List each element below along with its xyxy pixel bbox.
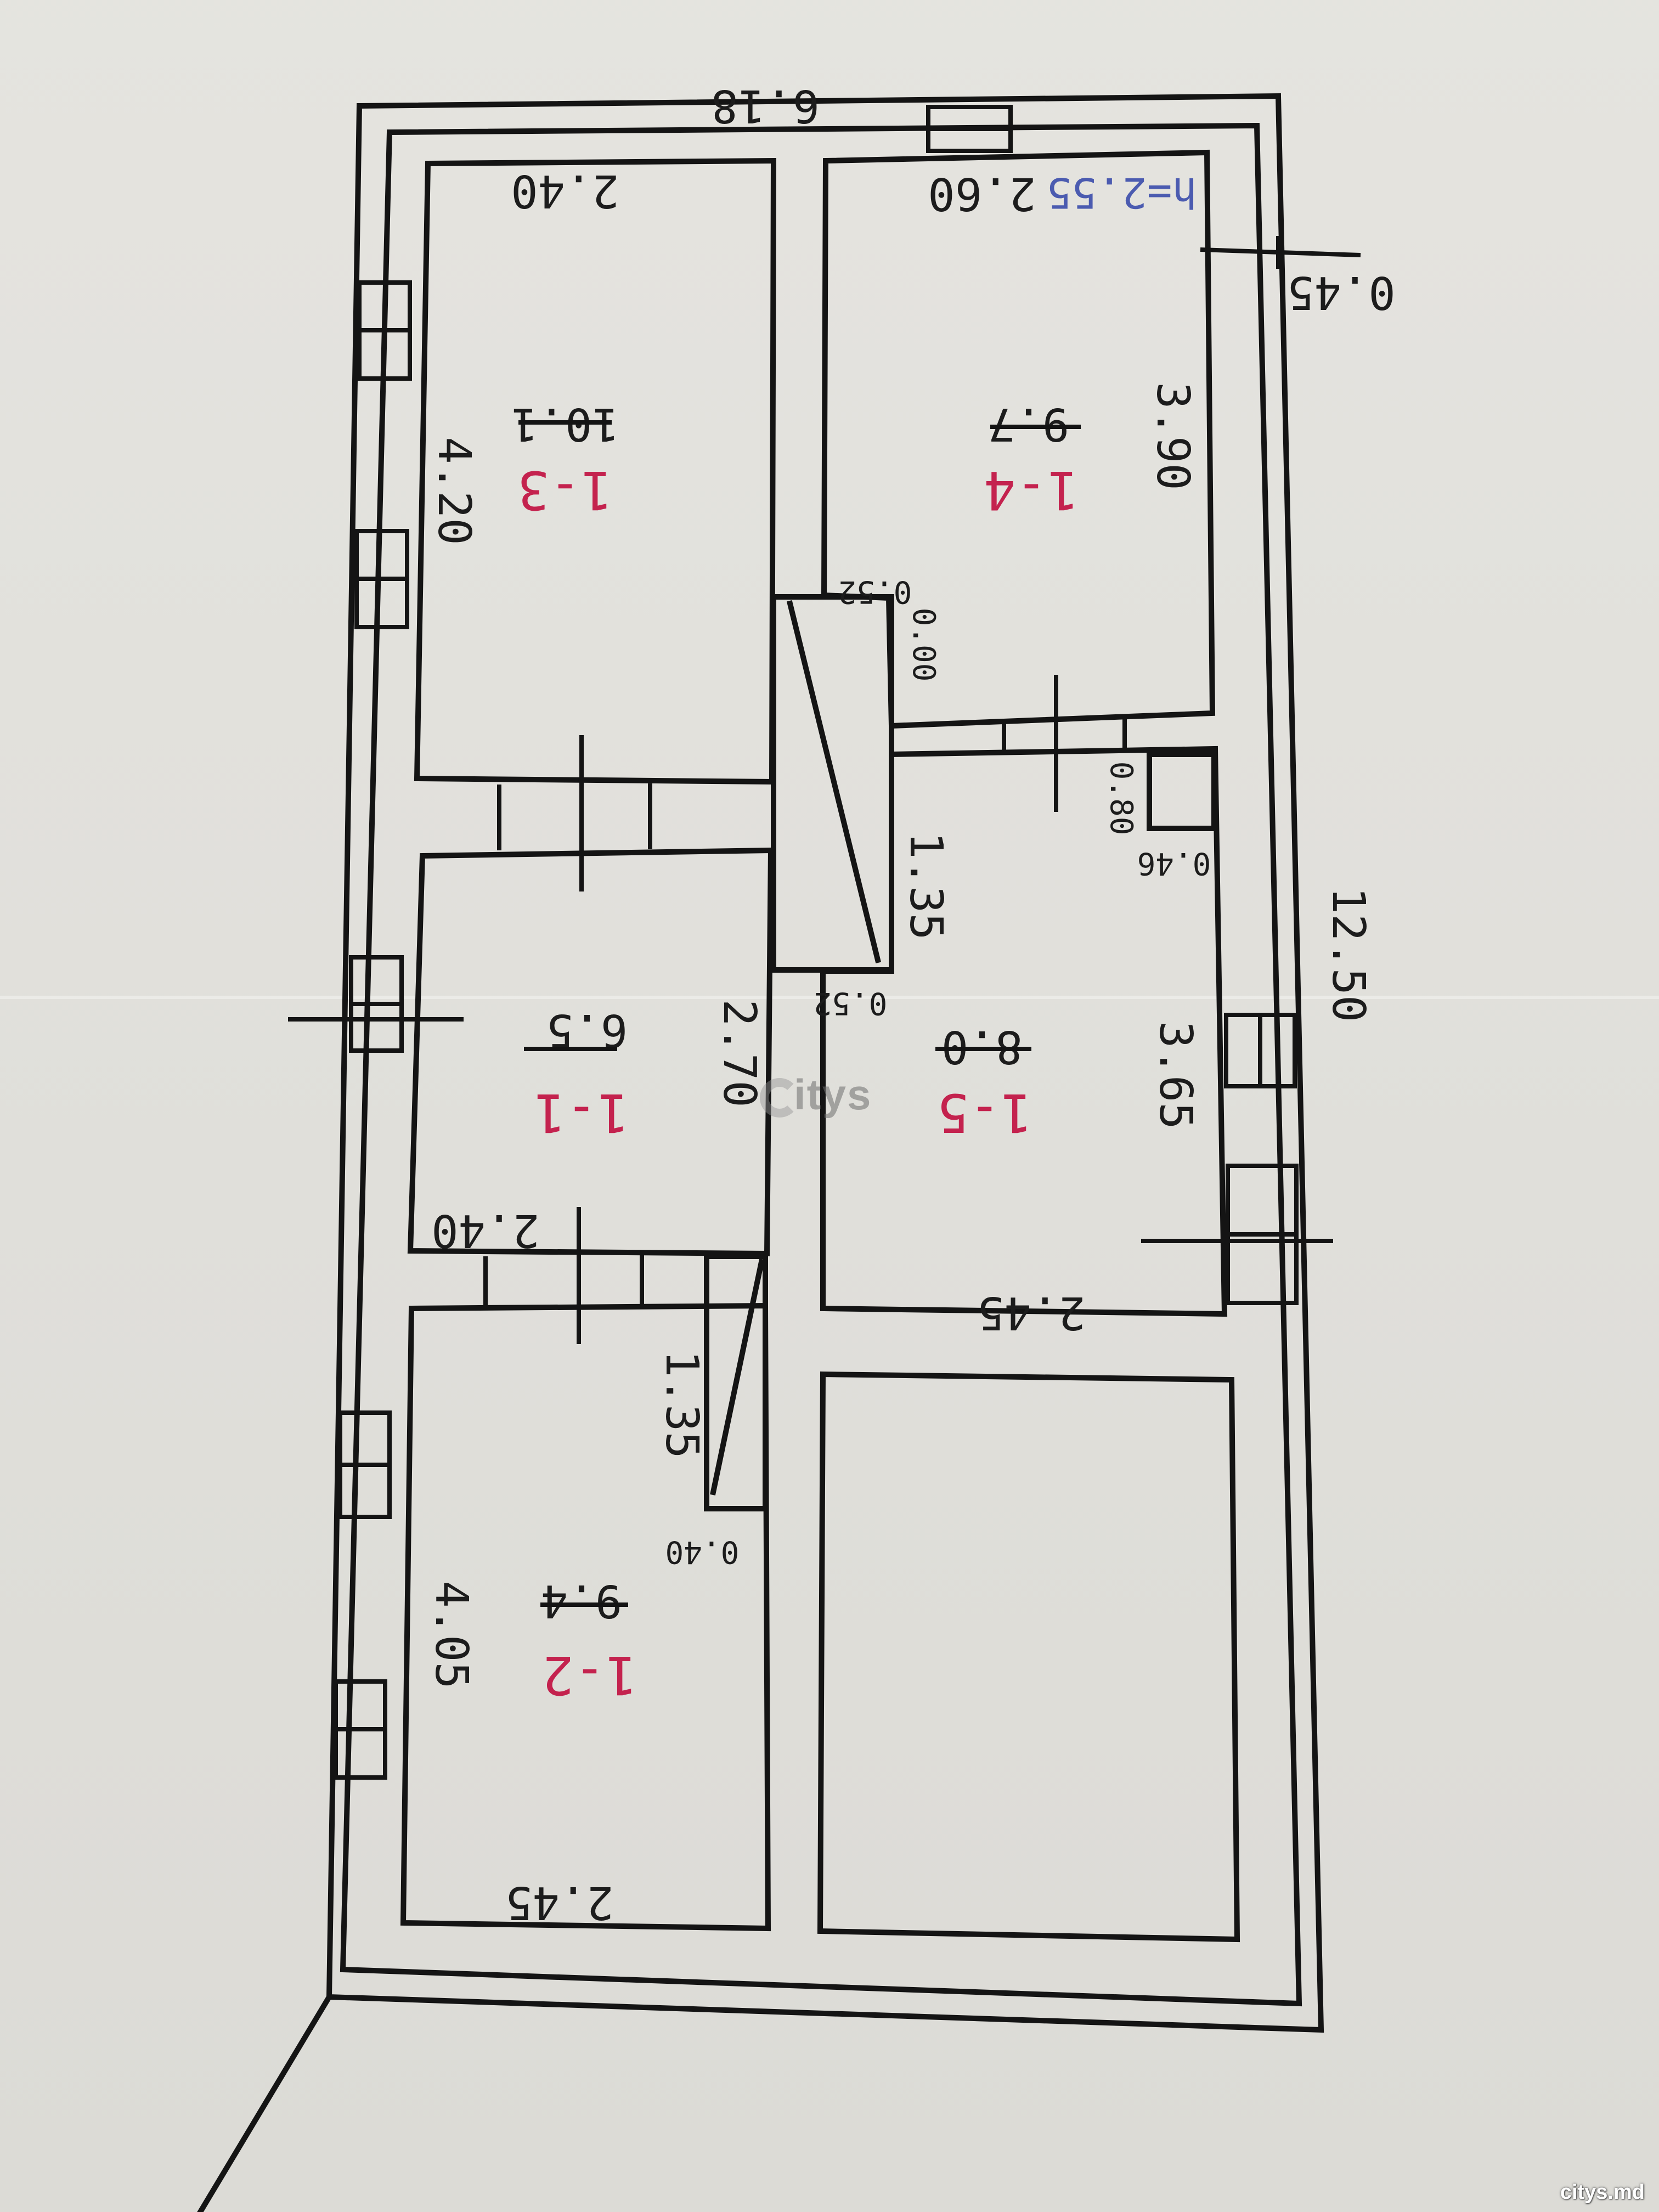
outer-wall-outer bbox=[326, 93, 1324, 2033]
room-1-3-width: 2.40 bbox=[511, 165, 619, 217]
room-1-4-width: 2.60 bbox=[928, 167, 1036, 219]
paper-fold-line bbox=[0, 996, 1659, 999]
room-1-5-length: 3.65 bbox=[1149, 1021, 1201, 1129]
room-1-1-length: 2.70 bbox=[713, 999, 765, 1107]
room-1-4-length: 3.90 bbox=[1147, 382, 1199, 490]
room-1-5-width: 2.45 bbox=[977, 1286, 1085, 1339]
ceiling-height-label: h=2.55 bbox=[1047, 168, 1198, 217]
hall-dim-niche-width: 0.46 bbox=[1137, 845, 1211, 881]
room-1-5-area: 8.0 bbox=[941, 1020, 1023, 1073]
window-right-1 bbox=[1224, 1013, 1297, 1088]
hall-dim-niche-length: 0.80 bbox=[1103, 761, 1139, 836]
watermark-text: itys bbox=[794, 1070, 872, 1119]
window-left-3 bbox=[288, 955, 464, 1053]
window-left-4 bbox=[338, 1410, 392, 1519]
room-1-2-length: 4.05 bbox=[425, 1581, 477, 1689]
hall-dim-stairs-length: 1.35 bbox=[900, 832, 952, 940]
exterior-line bbox=[197, 1993, 333, 2212]
window-left-2 bbox=[354, 529, 409, 629]
room-1-2-area: 9.4 bbox=[541, 1575, 622, 1627]
room-1-5-id: 1-5 bbox=[937, 1082, 1032, 1143]
credit-text: citys.md bbox=[1560, 2181, 1645, 2204]
corridor-stairs bbox=[771, 594, 894, 973]
closet-dim-width: 0.40 bbox=[665, 1534, 740, 1570]
window-left-5 bbox=[334, 1679, 387, 1780]
closet-dim-length: 1.35 bbox=[656, 1350, 708, 1458]
top-dimension-label: 6.18 bbox=[711, 80, 819, 132]
room-1-2-width: 2.45 bbox=[505, 1876, 613, 1928]
door-1-3-1-1 bbox=[497, 735, 652, 891]
window-left-1 bbox=[357, 280, 412, 381]
niche bbox=[1147, 752, 1217, 831]
room-1-1-id: 1-1 bbox=[534, 1082, 629, 1143]
hall-dim-top-width: 0.52 bbox=[838, 574, 912, 610]
room-1-3-id: 1-3 bbox=[517, 459, 612, 521]
room-1-4-area: 9.7 bbox=[988, 398, 1069, 450]
side-dimension-label: 12.50 bbox=[1322, 887, 1374, 1023]
hall-dim-top-length: 0.00 bbox=[906, 608, 941, 682]
room-1-2-id: 1-2 bbox=[542, 1644, 637, 1706]
vent-top bbox=[926, 105, 1013, 153]
room-1-2-outline bbox=[400, 1302, 771, 1932]
hall-dim-bottom-width: 0.52 bbox=[814, 985, 888, 1021]
room-1-1-width: 2.40 bbox=[431, 1204, 539, 1256]
door-1-1-1-2 bbox=[483, 1207, 644, 1344]
window-right-2 bbox=[1141, 1164, 1333, 1305]
room-1-3-length: 4.20 bbox=[428, 437, 480, 545]
citys-watermark: itys bbox=[760, 1070, 872, 1120]
room-unlabeled-outline bbox=[817, 1371, 1240, 1943]
room-1-4-id: 1-4 bbox=[984, 459, 1079, 521]
wall-offset-label: 0.45 bbox=[1287, 266, 1395, 318]
door-hall-1-4 bbox=[1002, 675, 1127, 812]
closet-stairs bbox=[704, 1254, 768, 1511]
